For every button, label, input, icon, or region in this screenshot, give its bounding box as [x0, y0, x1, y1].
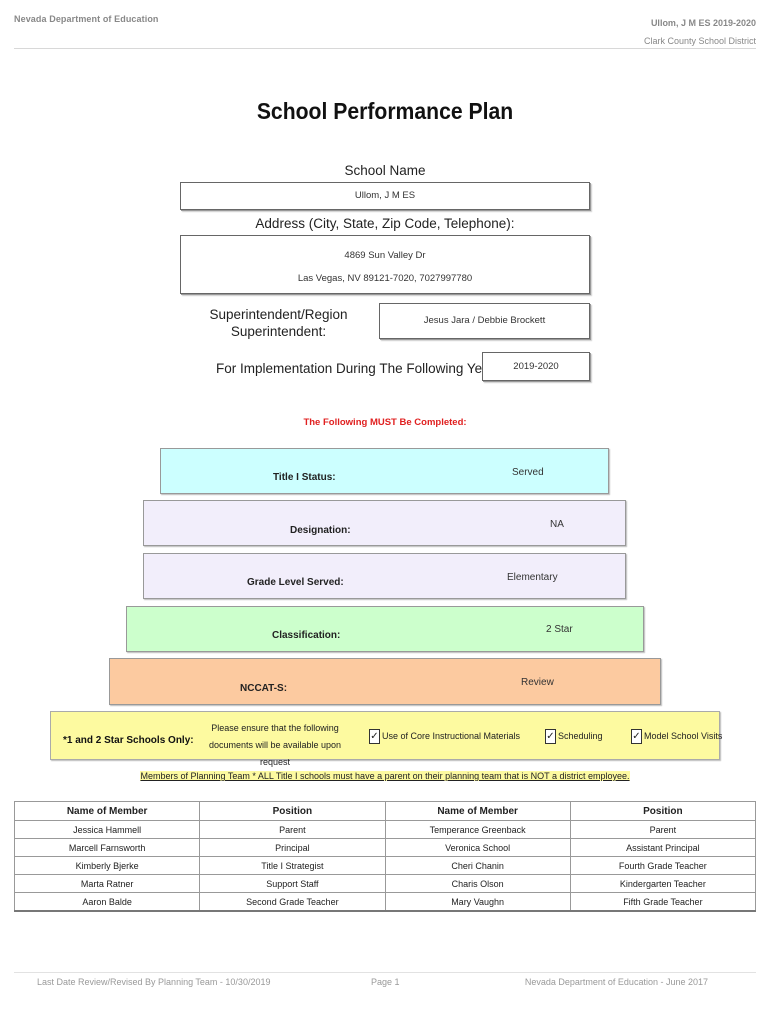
- star-schools-note: Please ensure that the following documen…: [208, 723, 342, 767]
- table-cell: Parent: [569, 820, 757, 839]
- table-row: Kimberly Bjerke Title I Strategist Cheri…: [13, 856, 757, 875]
- footer-last-review: Last Date Review/Revised By Planning Tea…: [37, 977, 271, 987]
- table-row: Jessica Hammell Parent Temperance Greenb…: [13, 820, 757, 839]
- tier-value: NA: [550, 519, 564, 530]
- checkbox-label: Use of Core Instructional Materials: [382, 730, 521, 741]
- tier-grade-level: Grade Level Served: Elementary: [143, 553, 626, 599]
- superintendent-field: Jesus Jara / Debbie Brockett: [379, 303, 590, 339]
- tier-label: Classification:: [272, 630, 341, 641]
- header-org: Nevada Department of Education: [14, 14, 159, 24]
- table-cell: Fifth Grade Teacher: [569, 892, 757, 912]
- checkbox-label: Scheduling: [558, 730, 603, 741]
- school-name-label: School Name: [344, 163, 426, 178]
- must-complete-note: The Following MUST Be Completed:: [303, 417, 467, 428]
- table-cell: Second Grade Teacher: [199, 892, 386, 912]
- checkbox-core-materials[interactable]: ✓Use of Core Instructional Materials: [369, 729, 520, 744]
- address-field: 4869 Sun Valley Dr Las Vegas, NV 89121-7…: [180, 235, 590, 294]
- table-cell: Kimberly Bjerke: [13, 856, 201, 875]
- check-icon[interactable]: ✓: [369, 729, 380, 744]
- table-cell: Temperance Greenback: [384, 820, 571, 839]
- footer-department: Nevada Department of Education - June 20…: [524, 977, 708, 987]
- table-cell: Support Staff: [199, 874, 386, 893]
- years-label: For Implementation During The Following …: [216, 361, 505, 376]
- table-cell: Marta Ratner: [13, 874, 201, 893]
- checkbox-model-school-visits[interactable]: ✓Model School Visits: [631, 729, 722, 744]
- table-row: Marcell Farnsworth Principal Veronica Sc…: [13, 838, 757, 857]
- star-schools-label: *1 and 2 Star Schools Only:: [63, 735, 194, 746]
- footer-divider: [14, 972, 756, 973]
- tier-value: Review: [521, 677, 554, 688]
- table-row: Marta Ratner Support Staff Charis Olson …: [13, 874, 757, 893]
- check-icon[interactable]: ✓: [545, 729, 556, 744]
- tier-classification: Classification: 2 Star: [126, 606, 644, 652]
- table-cell: Jessica Hammell: [13, 820, 201, 839]
- table-cell: Fourth Grade Teacher: [569, 856, 757, 875]
- years-value: 2019-2020: [513, 361, 559, 372]
- tier-label: Designation:: [290, 525, 351, 536]
- header-position: Position: [199, 801, 386, 821]
- checkbox-scheduling[interactable]: ✓Scheduling: [545, 729, 603, 744]
- superintendent-label: Superintendent/Region Superintendent:: [209, 307, 348, 339]
- address-line1: 4869 Sun Valley Dr: [344, 250, 426, 261]
- table-cell: Principal: [199, 838, 386, 857]
- address-line2: Las Vegas, NV 89121-7020, 7027997780: [297, 273, 473, 284]
- table-cell: Kindergarten Teacher: [569, 874, 757, 893]
- tier-value: Elementary: [507, 572, 558, 583]
- tier-label: Title I Status:: [273, 472, 336, 483]
- members-note: Members of Planning Team * ALL Title I s…: [0, 771, 770, 781]
- footer-page-number: Page 1: [371, 977, 400, 987]
- years-field: 2019-2020: [482, 352, 590, 381]
- table-cell: Marcell Farnsworth: [13, 838, 201, 857]
- table-cell: Assistant Principal: [569, 838, 757, 857]
- header-divider: [14, 48, 756, 49]
- table-cell: Title I Strategist: [199, 856, 386, 875]
- school-name-value: Ullom, J M ES: [354, 190, 416, 201]
- table-row: Aaron Balde Second Grade Teacher Mary Va…: [13, 892, 757, 912]
- table-cell: Mary Vaughn: [384, 892, 571, 912]
- header-name-of-member: Name of Member: [13, 801, 201, 821]
- tier-designation: Designation: NA: [143, 500, 626, 546]
- header-name-of-member: Name of Member: [384, 801, 571, 821]
- table-cell: Veronica School: [384, 838, 571, 857]
- header-school-year: Ullom, J M ES 2019-2020: [650, 18, 756, 28]
- table-cell: Parent: [199, 820, 386, 839]
- tier-value: Served: [512, 467, 544, 478]
- tier-value: 2 Star: [546, 624, 573, 635]
- header-position: Position: [569, 801, 757, 821]
- table-cell: Aaron Balde: [13, 892, 201, 912]
- school-name-field: Ullom, J M ES: [180, 182, 590, 210]
- table-header-row: Name of Member Position Name of Member P…: [13, 801, 757, 821]
- check-icon[interactable]: ✓: [631, 729, 642, 744]
- address-label: Address (City, State, Zip Code, Telephon…: [255, 216, 515, 231]
- superintendent-value: Jesus Jara / Debbie Brockett: [423, 315, 546, 326]
- header-school-info: Ullom, J M ES 2019-2020 Clark County Sch…: [644, 14, 756, 50]
- tier-label: NCCAT-S:: [240, 683, 288, 694]
- planning-team-table: Name of Member Position Name of Member P…: [13, 801, 757, 912]
- star-schools-row: *1 and 2 Star Schools Only: Please ensur…: [50, 711, 722, 767]
- tier-label: Grade Level Served:: [247, 577, 344, 588]
- header-district: Clark County School District: [643, 36, 756, 46]
- table-cell: Charis Olson: [384, 874, 571, 893]
- tier-nccat-s: NCCAT-S: Review: [109, 658, 661, 705]
- page-title: School Performance Plan: [256, 98, 514, 124]
- tier-title-i-status: Title I Status: Served: [160, 448, 609, 494]
- members-note-text: Members of Planning Team * ALL Title I s…: [140, 771, 630, 781]
- table-cell: Cheri Chanin: [384, 856, 571, 875]
- checkbox-label: Model School Visits: [644, 730, 723, 741]
